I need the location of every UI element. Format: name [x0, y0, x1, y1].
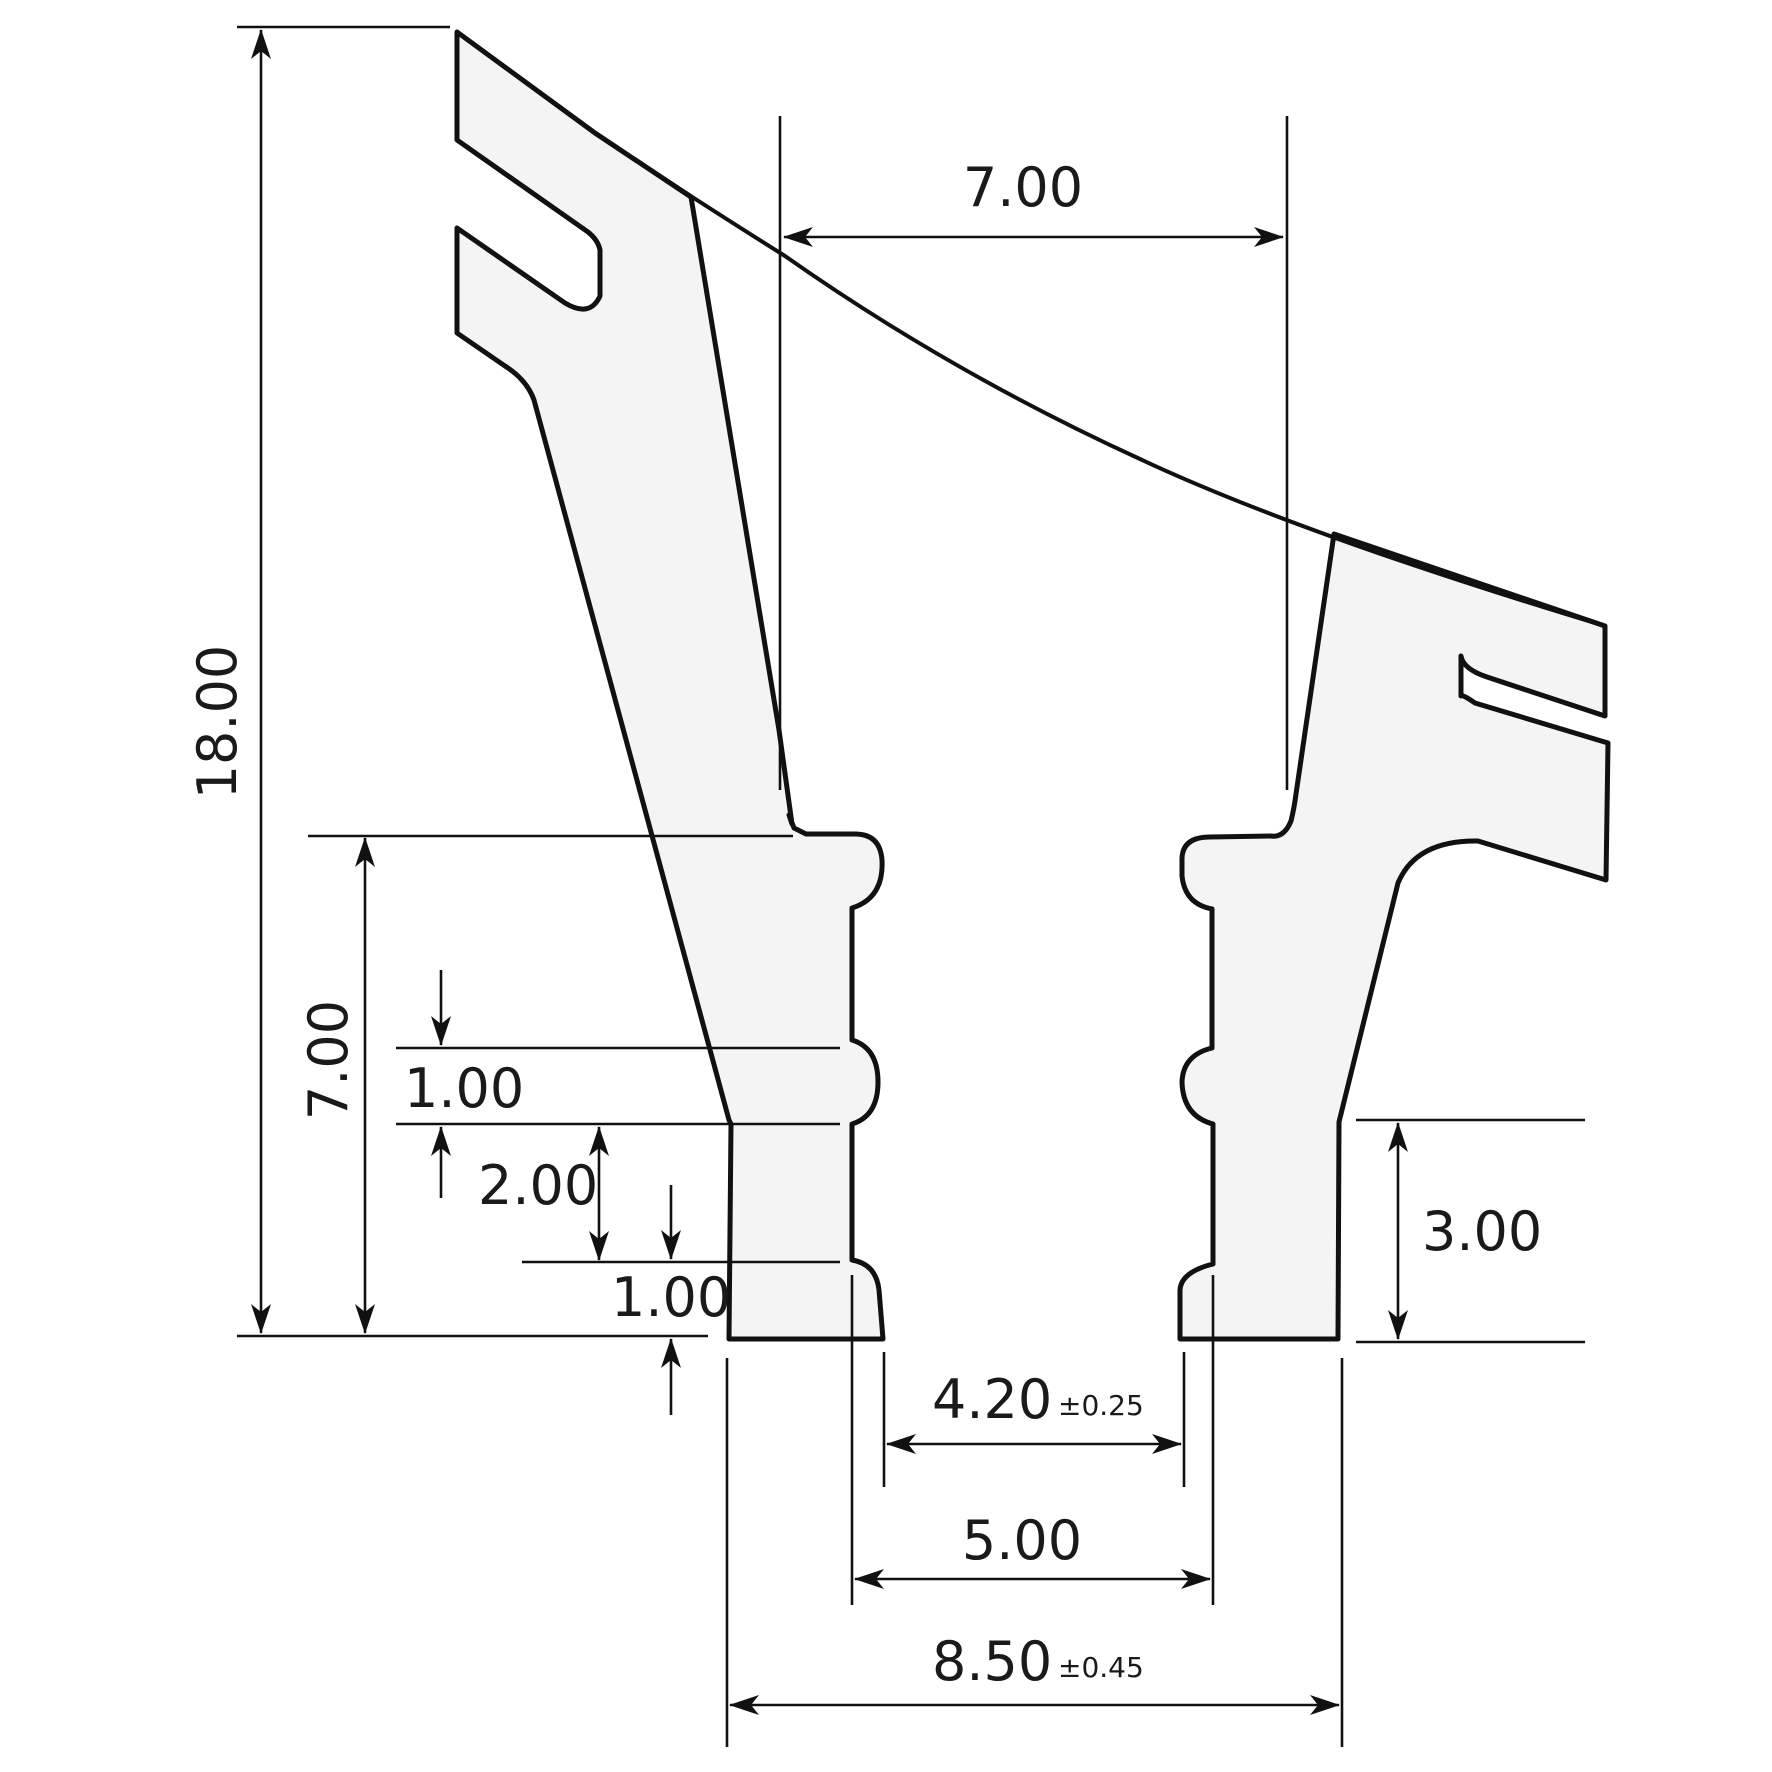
profile-section [454, 29, 1611, 1342]
inner-gap-label: 4.20 [932, 1368, 1052, 1431]
top-arc [593, 131, 1606, 628]
gap-label: 2.00 [478, 1154, 598, 1217]
dimension-labels: 18.00 7.00 7.00 1.00 2.00 1.00 3.00 4.20… [186, 156, 1542, 1693]
top-span-label: 7.00 [963, 156, 1083, 219]
groove-width-label: 5.00 [962, 1509, 1082, 1572]
extension-lines [237, 25, 1585, 1747]
overall-height-label: 18.00 [186, 645, 249, 800]
inner-gap-tolerance: ±0.25 [1058, 1389, 1144, 1422]
dimension-lines [251, 28, 1408, 1715]
ridge-1-label: 1.00 [404, 1057, 524, 1120]
base-width-label: 8.50 [932, 1630, 1052, 1693]
left-profile [454, 29, 886, 1342]
lower-height-label: 7.00 [297, 1000, 360, 1120]
base-width-tolerance: ±0.45 [1058, 1651, 1144, 1684]
ridge-2-label: 1.00 [611, 1266, 731, 1329]
right-base-height-label: 3.00 [1422, 1200, 1542, 1263]
right-profile [1177, 531, 1611, 1342]
